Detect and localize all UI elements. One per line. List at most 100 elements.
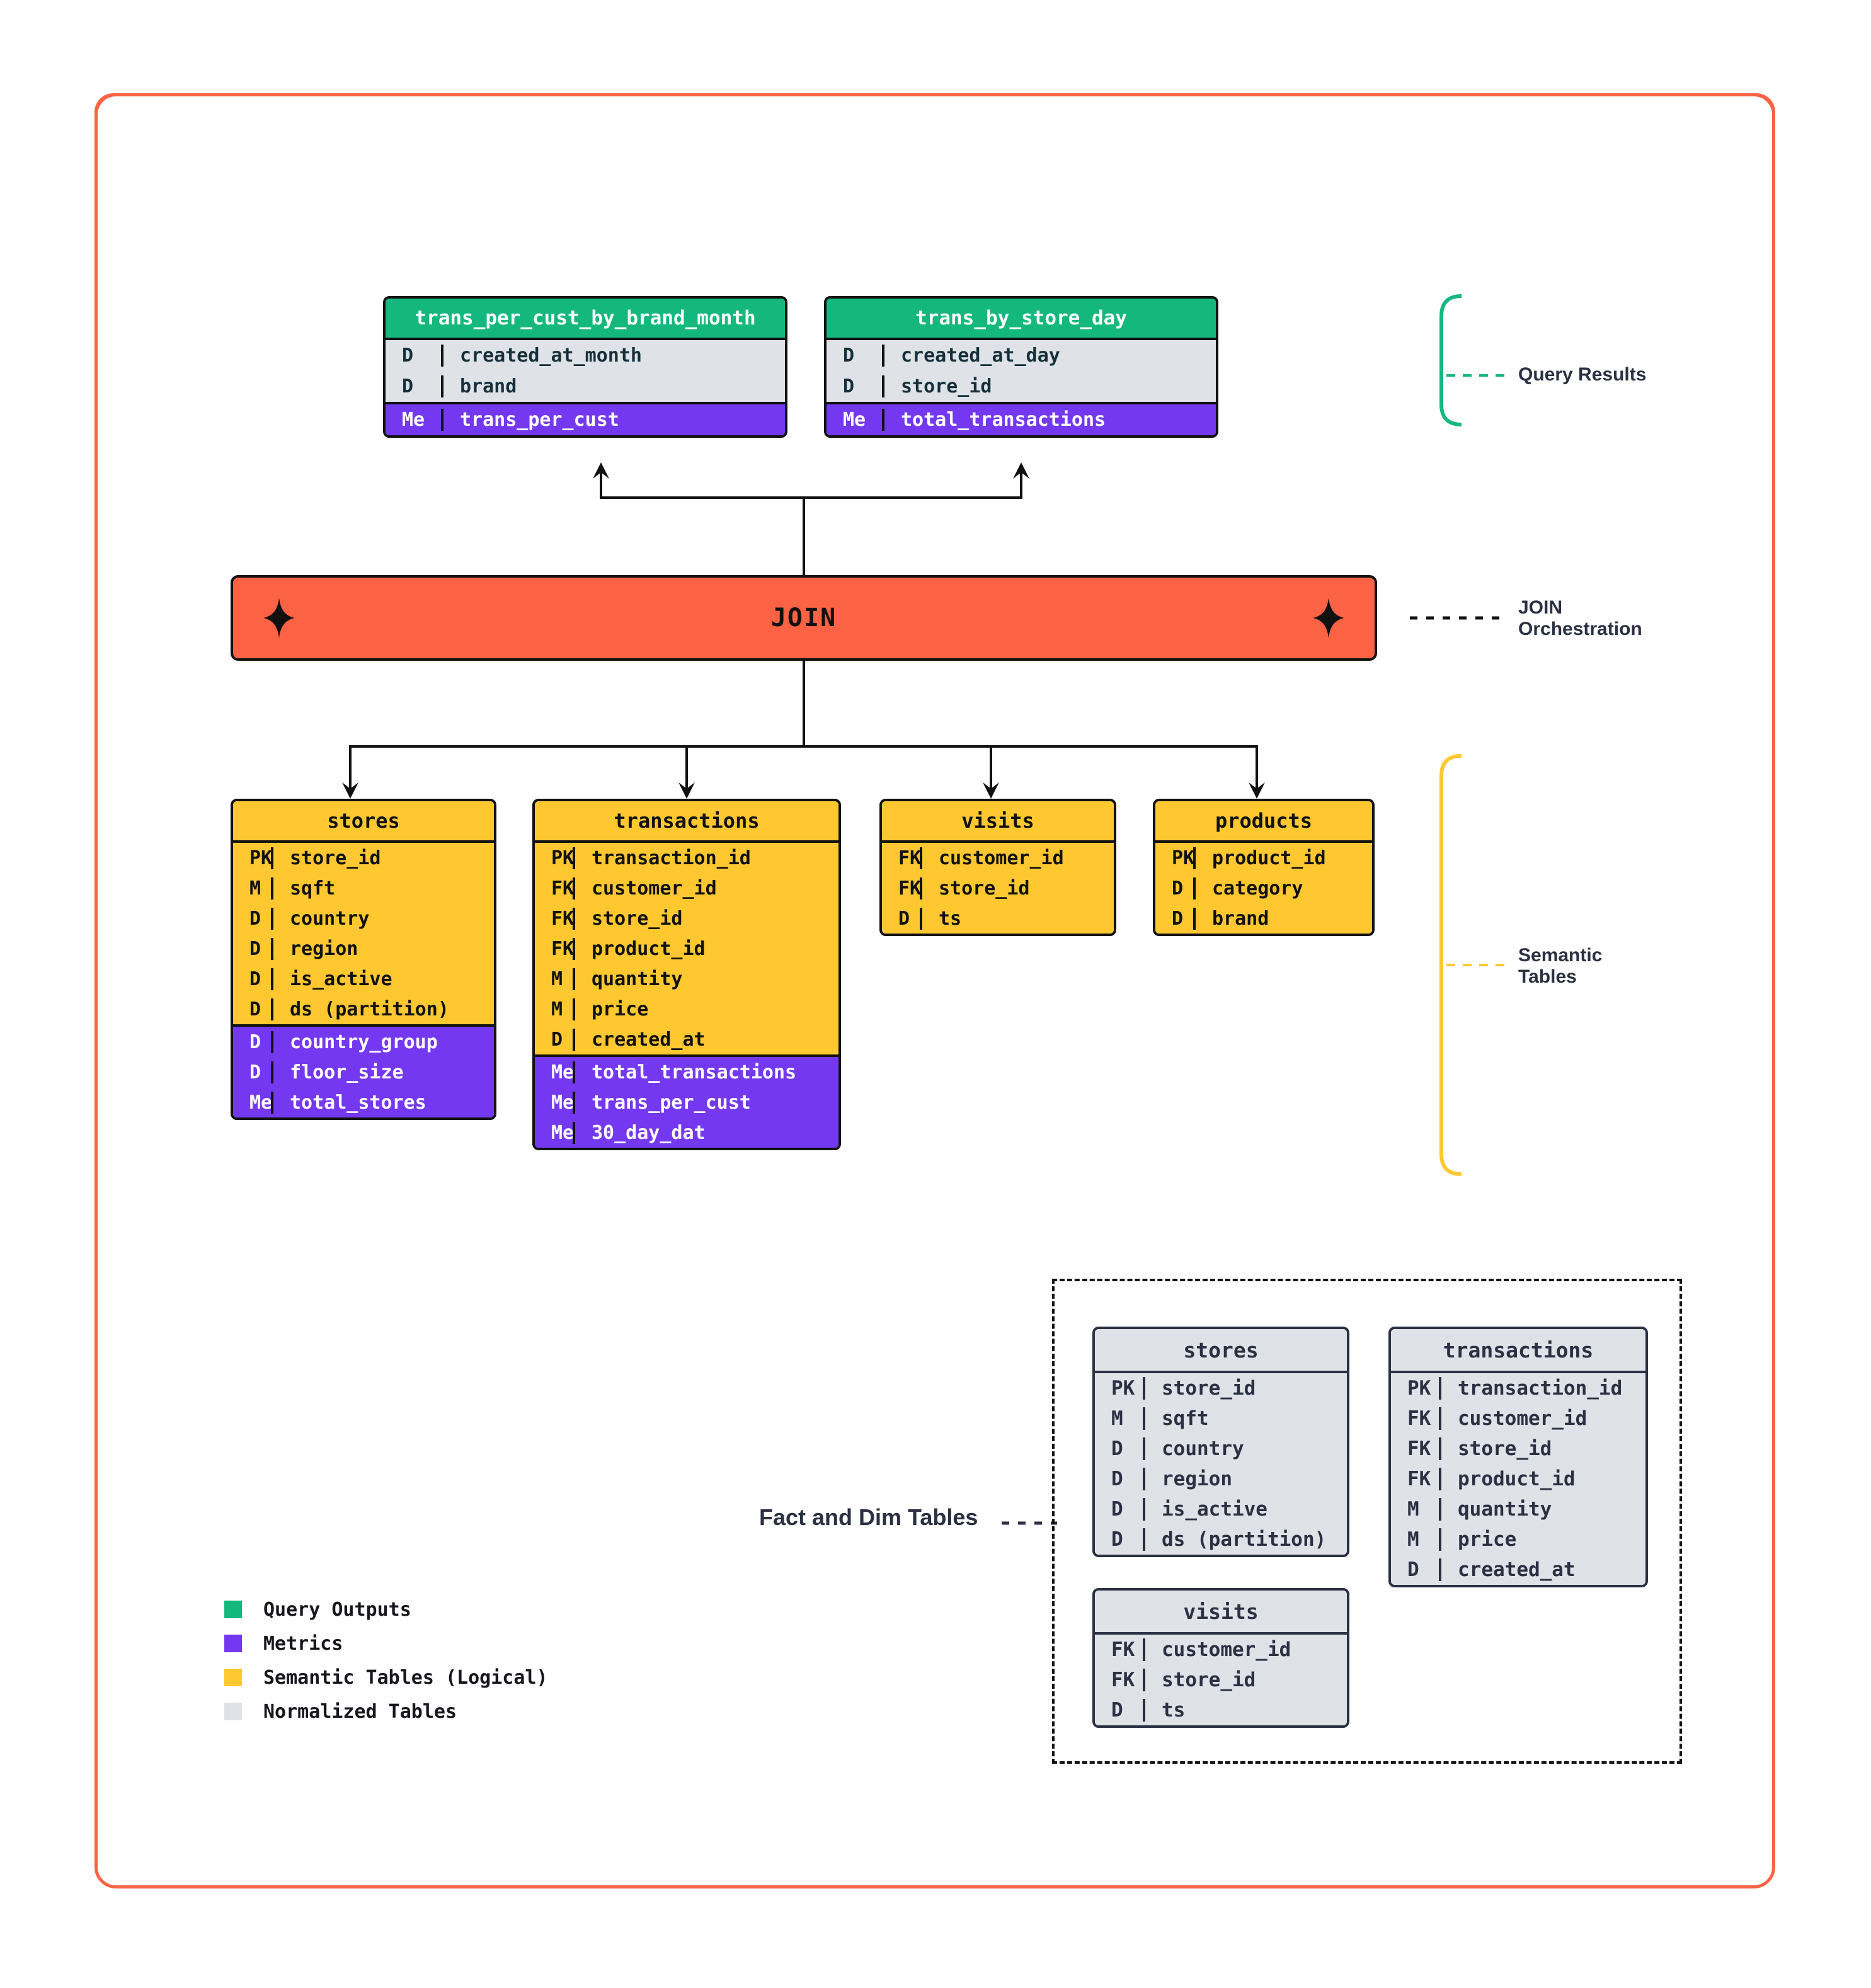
row-field: product_id — [1193, 847, 1372, 869]
row-kind: D — [843, 345, 855, 367]
row-field: created_at_day — [882, 345, 1216, 367]
query-result-table-0[interactable]: trans_per_cust_by_brand_month D created_… — [383, 296, 787, 438]
row-field: 30_day_dat — [573, 1121, 838, 1144]
table-row[interactable]: Me total_transactions — [827, 404, 1216, 435]
table-header: visits — [1095, 1591, 1347, 1632]
row-field: product_id — [573, 937, 838, 960]
table-row[interactable]: D created_at_month — [386, 340, 785, 371]
annotation-fact-and-dim-tables: Fact and Dim Tables — [759, 1504, 978, 1530]
row-field: store_id — [1439, 1437, 1645, 1460]
annotation-label-line2: Orchestration — [1518, 619, 1642, 639]
row-kind: D — [1111, 1468, 1123, 1490]
row-kind: FK — [1407, 1468, 1431, 1490]
join-orchestration-bar[interactable]: JOIN — [231, 575, 1377, 661]
row-field: created_at_month — [441, 345, 785, 367]
sparkle-icon — [1313, 598, 1344, 638]
row-field: price — [1439, 1528, 1645, 1551]
legend-item: Normalized Tables — [224, 1694, 548, 1728]
table-header: stores — [1095, 1329, 1347, 1371]
legend: Query Outputs Metrics Semantic Tables (L… — [224, 1592, 548, 1728]
row-kind: FK — [1407, 1437, 1431, 1460]
row-kind: D — [843, 375, 855, 397]
row-field: country — [1143, 1437, 1347, 1460]
row-kind: D — [402, 345, 414, 367]
row-kind: Me — [551, 1091, 575, 1114]
metric-group: Me total_transactions — [827, 402, 1216, 435]
legend-item: Semantic Tables (Logical) — [224, 1660, 548, 1694]
table-row[interactable]: D created_at_day — [827, 340, 1216, 371]
table-row[interactable]: FK store_id — [1391, 1434, 1645, 1464]
row-kind: D — [551, 1028, 563, 1051]
row-field: store_id — [573, 907, 838, 930]
row-field: price — [573, 998, 838, 1020]
row-field: customer_id — [920, 847, 1114, 869]
row-kind: FK — [551, 877, 575, 900]
table-header: products — [1155, 801, 1372, 840]
row-field: is_active — [1143, 1498, 1347, 1521]
table-row[interactable]: Me trans_per_cust — [386, 404, 785, 435]
row-kind: D — [249, 968, 261, 990]
row-kind: D — [1407, 1558, 1419, 1581]
legend-label: Normalized Tables — [263, 1700, 457, 1723]
row-field: total_stores — [271, 1091, 494, 1114]
query-result-table-1[interactable]: trans_by_store_day D created_at_day D st… — [824, 296, 1218, 438]
row-kind: Me — [843, 409, 866, 431]
legend-label: Metrics — [263, 1632, 343, 1655]
dimension-group: D created_at_day D store_id — [827, 338, 1216, 402]
row-field: store_id — [882, 375, 1216, 397]
table-row[interactable]: D store_id — [827, 371, 1216, 402]
table-row[interactable]: D brand — [386, 371, 785, 402]
row-kind: D — [249, 998, 261, 1020]
row-kind: FK — [1407, 1407, 1431, 1430]
row-kind: D — [402, 375, 414, 397]
